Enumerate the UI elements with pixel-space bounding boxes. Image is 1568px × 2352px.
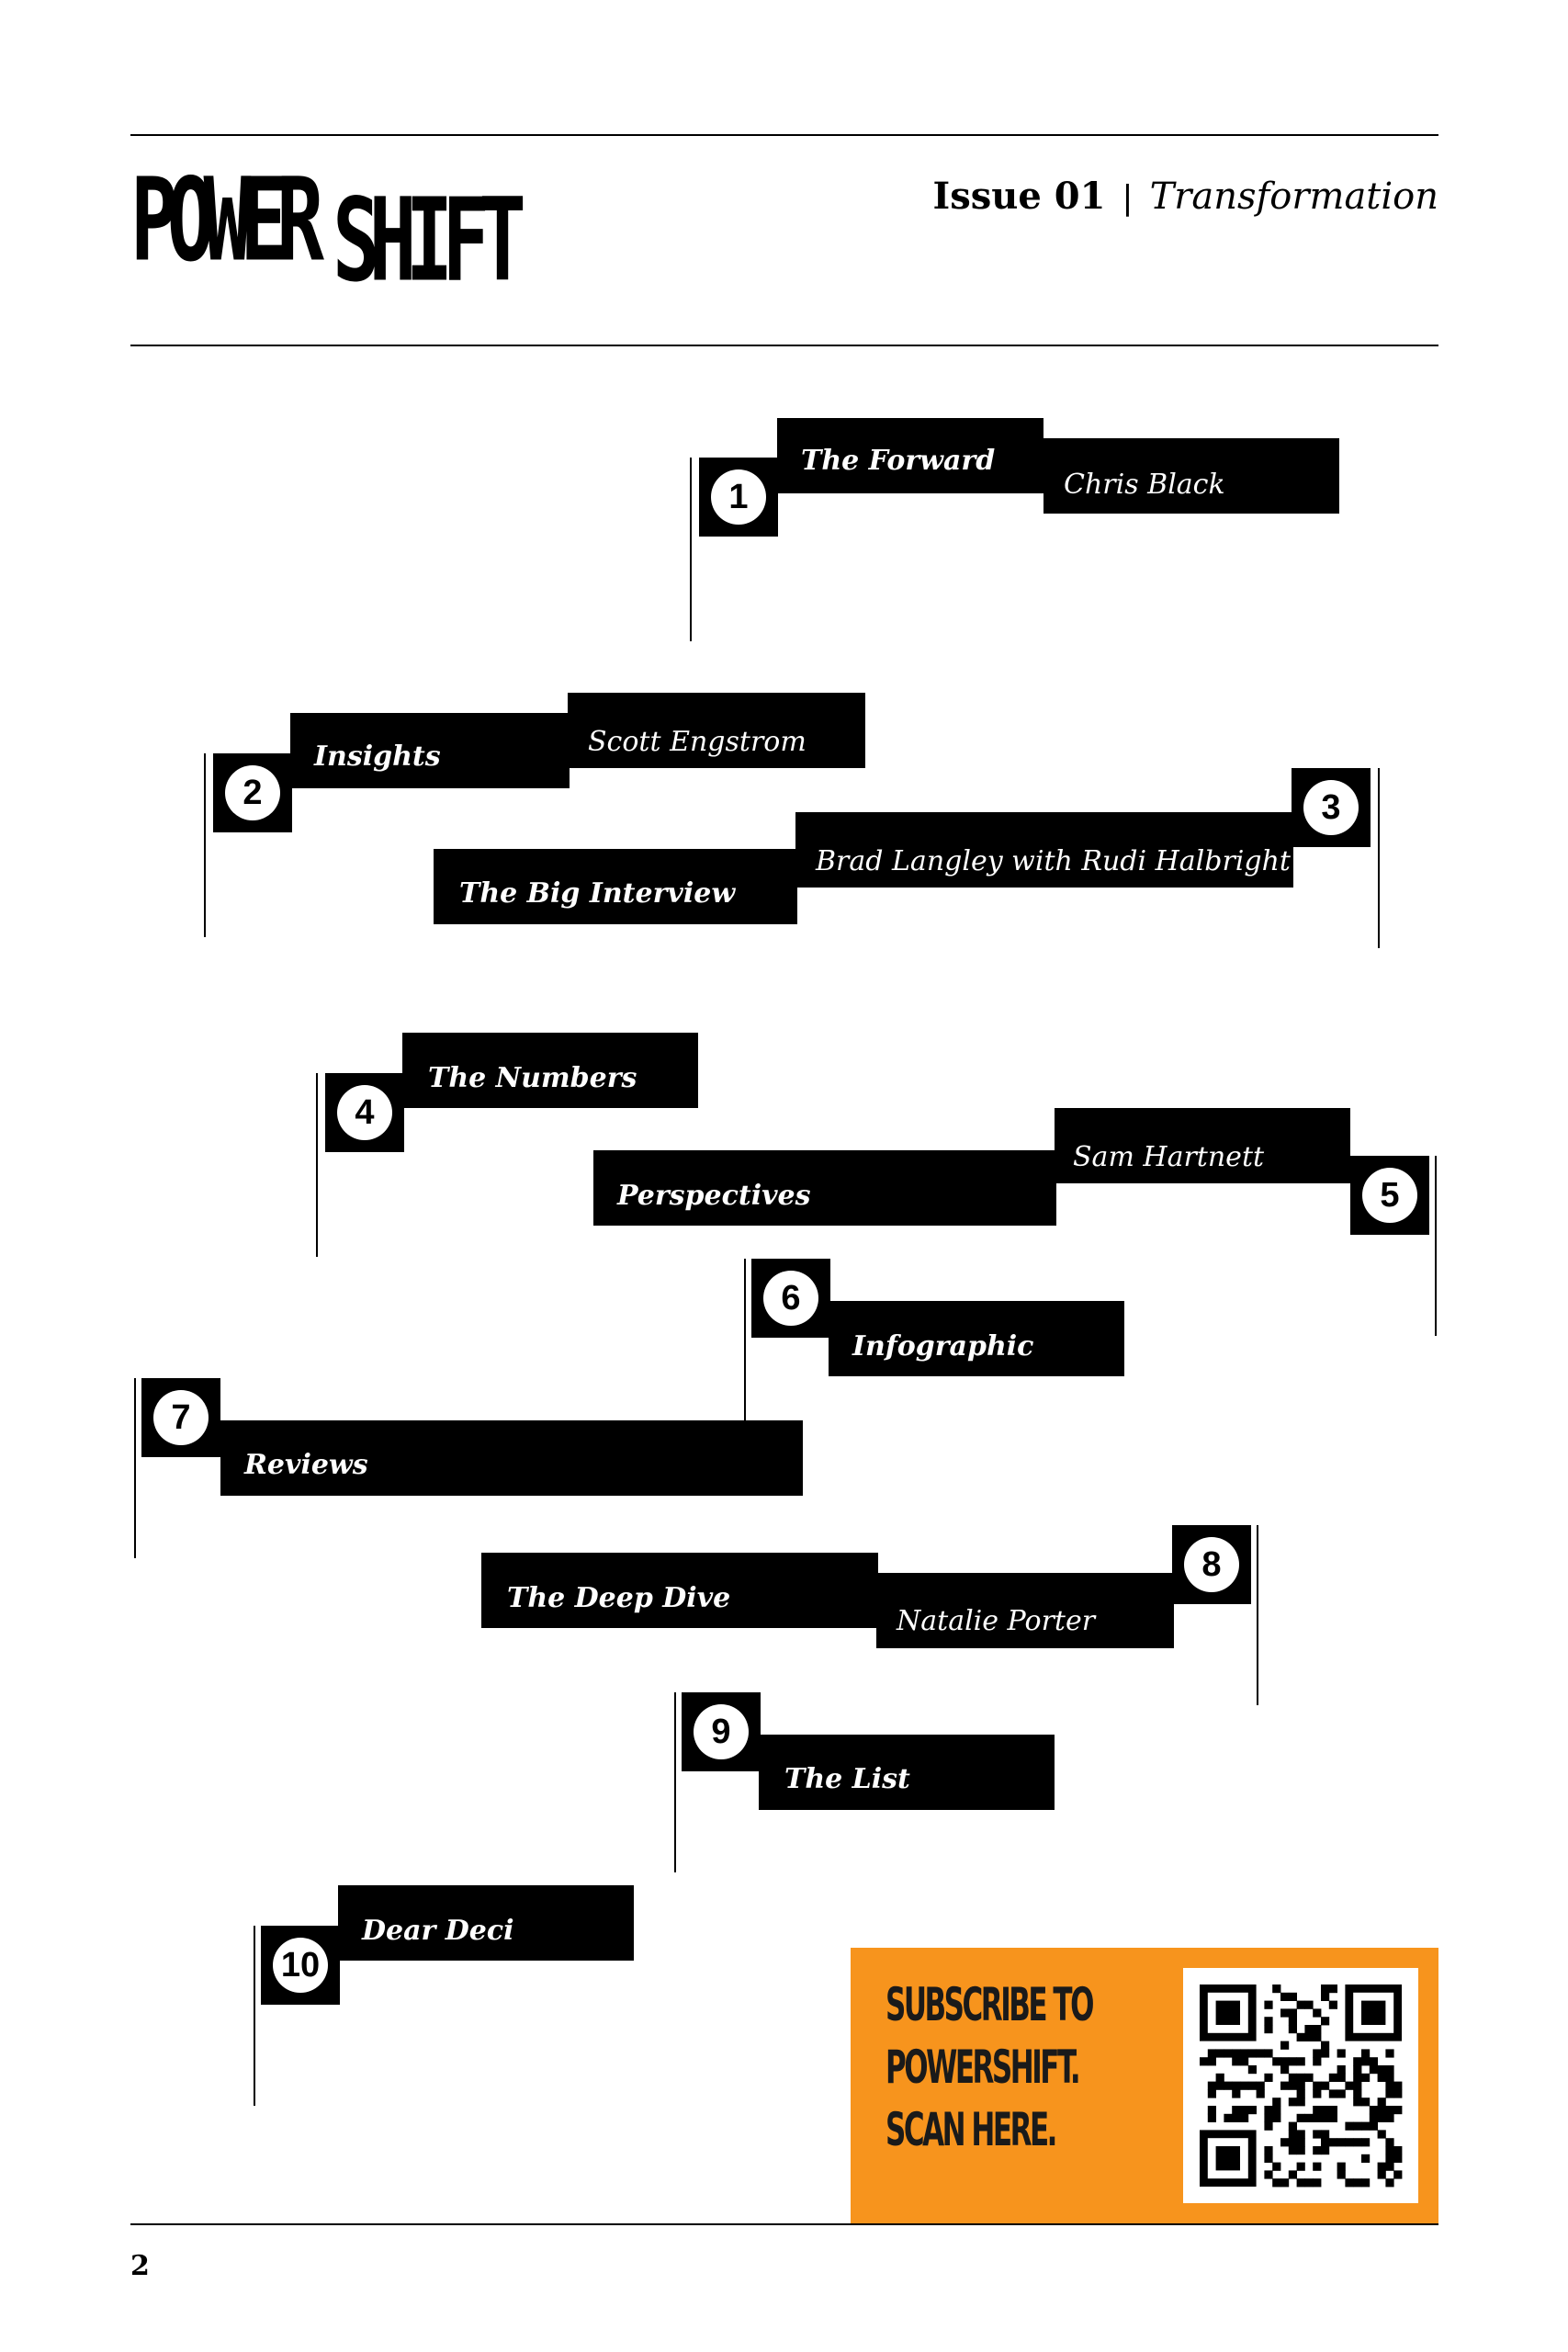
author-block bbox=[876, 1573, 1174, 1648]
title-block bbox=[829, 1301, 1124, 1376]
item-title[interactable]: Infographic bbox=[852, 1330, 1034, 1363]
qr-code-icon[interactable] bbox=[1183, 1968, 1418, 2203]
title-block bbox=[759, 1735, 1055, 1810]
item-title[interactable]: Reviews bbox=[244, 1449, 368, 1481]
flag-pole bbox=[1378, 768, 1380, 948]
title-block bbox=[402, 1033, 698, 1108]
logo-word-power: POWER bbox=[130, 153, 324, 288]
issue-separator: | bbox=[1122, 179, 1134, 217]
page-number: 2 bbox=[130, 2250, 150, 2282]
footer-rule bbox=[130, 2223, 1438, 2225]
subscribe-text: SUBSCRIBE TO POWERSHIFT. SCAN HERE. bbox=[886, 1978, 1094, 2156]
title-block bbox=[220, 1420, 803, 1496]
item-title[interactable]: The Numbers bbox=[428, 1062, 637, 1094]
item-author: Brad Langley with Rudi Halbright bbox=[816, 845, 1291, 877]
title-block bbox=[290, 713, 570, 788]
issue-label: Issue 01 bbox=[932, 175, 1106, 218]
item-number-badge: 7 bbox=[141, 1378, 220, 1457]
item-title[interactable]: Dear Deci bbox=[362, 1915, 514, 1947]
author-block bbox=[1055, 1108, 1350, 1183]
item-title[interactable]: The Deep Dive bbox=[507, 1582, 731, 1614]
item-number-badge: 3 bbox=[1292, 768, 1371, 847]
flag-pole bbox=[1435, 1156, 1437, 1336]
title-block bbox=[481, 1553, 878, 1628]
flag-pole bbox=[744, 1259, 746, 1433]
item-number-badge: 9 bbox=[682, 1692, 761, 1771]
item-number-badge: 8 bbox=[1172, 1525, 1251, 1604]
item-number-badge: 1 bbox=[699, 458, 778, 537]
flag-pole bbox=[254, 1926, 255, 2106]
item-number-badge: 10 bbox=[261, 1926, 340, 2005]
author-block bbox=[1043, 438, 1339, 514]
item-number-badge: 2 bbox=[213, 753, 292, 832]
subscribe-box[interactable]: SUBSCRIBE TO POWERSHIFT. SCAN HERE. bbox=[851, 1948, 1438, 2223]
author-block bbox=[795, 812, 1293, 888]
issue-theme: Transformation bbox=[1149, 175, 1438, 218]
flag-pole bbox=[204, 753, 206, 937]
title-block bbox=[593, 1150, 1056, 1226]
author-block bbox=[568, 693, 865, 768]
item-number-badge: 5 bbox=[1350, 1156, 1429, 1235]
item-author: Sam Hartnett bbox=[1073, 1141, 1265, 1173]
item-author: Scott Engstrom bbox=[588, 726, 807, 758]
item-title[interactable]: Perspectives bbox=[617, 1180, 811, 1212]
item-title[interactable]: The Forward bbox=[801, 445, 996, 477]
title-block bbox=[777, 418, 1043, 493]
flag-pole bbox=[134, 1378, 136, 1558]
item-number-badge: 6 bbox=[751, 1259, 830, 1338]
item-number-badge: 4 bbox=[325, 1073, 404, 1152]
powershift-logo: POWER SHIFT bbox=[130, 153, 526, 308]
item-author: Natalie Porter bbox=[897, 1605, 1096, 1637]
title-block bbox=[338, 1885, 634, 1961]
header-bottom-rule bbox=[130, 345, 1438, 346]
issue-heading: Issue 01 | Transformation bbox=[933, 173, 1438, 222]
item-author: Chris Black bbox=[1064, 469, 1225, 501]
item-title[interactable]: The List bbox=[784, 1763, 910, 1795]
flag-pole bbox=[674, 1692, 676, 1872]
flag-pole bbox=[1257, 1525, 1258, 1705]
logo-word-shift: SHIFT bbox=[333, 174, 526, 308]
flag-pole bbox=[690, 458, 692, 641]
item-title[interactable]: The Big Interview bbox=[459, 877, 736, 910]
top-rule bbox=[130, 134, 1438, 136]
title-block bbox=[434, 849, 797, 924]
flag-pole bbox=[316, 1073, 318, 1257]
item-title[interactable]: Insights bbox=[314, 741, 441, 773]
